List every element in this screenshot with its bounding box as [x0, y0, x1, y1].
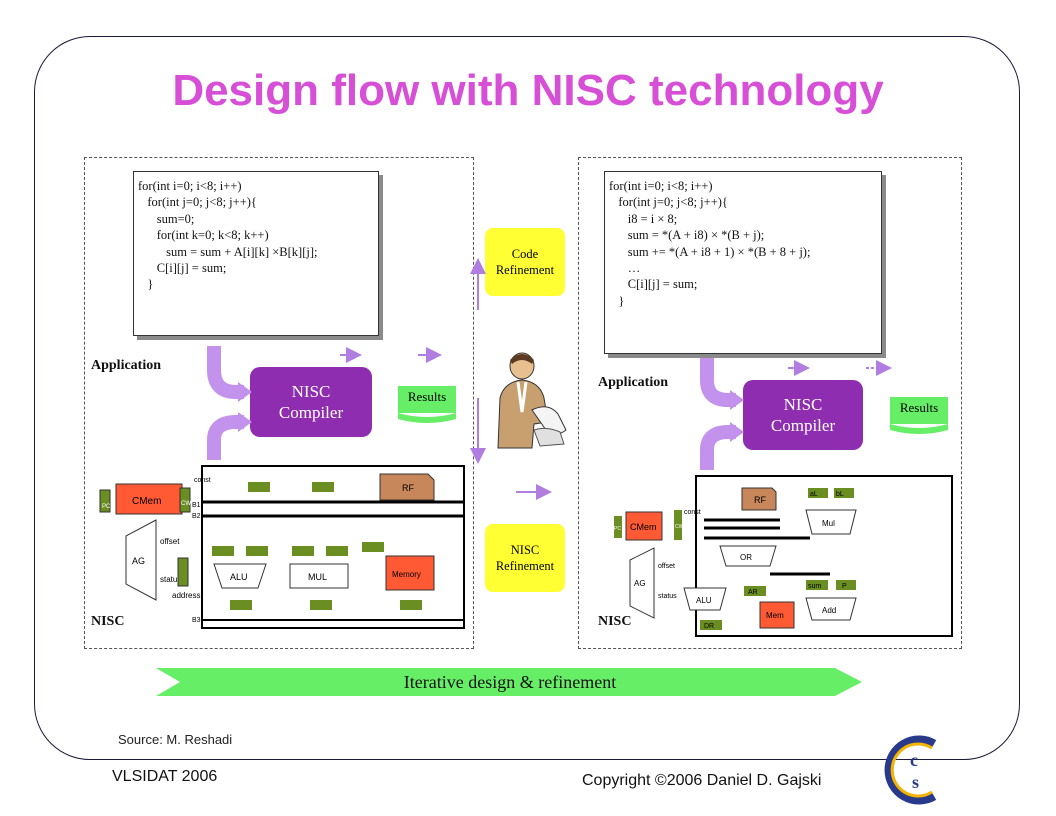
slide-title: Design flow with NISC technology [172, 66, 884, 115]
designer-person-icon [497, 352, 567, 449]
compiler-label: NISC Compiler [770, 395, 836, 435]
nisc-refinement-box: NISC Refinement [485, 524, 565, 592]
cmem-label: CMem [132, 496, 161, 507]
curved-arrow-icon [700, 358, 736, 407]
b2-label: B2 [192, 513, 201, 520]
rf-label: RF [754, 495, 766, 505]
alu-label: ALU [230, 572, 248, 582]
code-line: for(int i=0; i<8; i++) [609, 179, 713, 193]
svg-text:c: c [910, 750, 918, 770]
code-line: } [138, 277, 154, 292]
b3-label: B3 [192, 617, 201, 624]
mul-label: MUL [308, 572, 327, 582]
ag-label: AG [634, 579, 646, 588]
svg-text:s: s [912, 772, 919, 792]
footer-left: VLSIDAT 2006 [112, 768, 218, 785]
pc-label: PC [614, 526, 621, 532]
slide-frame [34, 36, 1020, 760]
pc-label: PC [102, 504, 111, 510]
code-line: for(int i=0; i<8; i++) [138, 179, 242, 193]
curved-arrow-icon [238, 412, 252, 432]
curved-arrow-icon [700, 425, 736, 470]
b1-label: B1 [192, 502, 201, 509]
cmem-block [115, 483, 183, 515]
offset-label: offset [160, 537, 180, 546]
right-nisc-compiler: NISC Compiler [743, 380, 863, 450]
cecs-logo-icon: c s [884, 735, 937, 805]
source-credit: Source: M. Reshadi [118, 732, 233, 747]
code-line: sum = *(A + i8) × *(B + j); [609, 228, 765, 243]
results-flag-icon [398, 413, 456, 423]
right-panel [578, 157, 962, 649]
iterative-label: Iterative design & refinement [403, 672, 617, 692]
code-line: for(int k=0; k<8; k++) [138, 228, 269, 243]
right-results: Results [890, 397, 948, 424]
curved-arrow-icon [730, 422, 744, 442]
const-label: const [194, 477, 211, 484]
iterative-arrow-icon [156, 668, 862, 696]
right-nisc-label: NISC [598, 614, 632, 629]
or-label: OR [740, 553, 752, 562]
code-line: sum += *(A + i8 + 1) × *(B + 8 + j); [609, 244, 811, 259]
rf-label: RF [402, 483, 414, 493]
left-application-label: Application [91, 358, 162, 373]
const-label: const [684, 509, 701, 516]
code-line: C[i][j] = sum; [138, 260, 227, 275]
right-application-label: Application [598, 375, 669, 390]
compiler-label: NISC Compiler [278, 382, 344, 422]
code-line: … [609, 260, 641, 275]
ar-label: AR [748, 589, 758, 596]
code-line: sum=0; [138, 211, 195, 226]
left-code-box: for(int i=0; i<8; i++) for(int j=0; j<8;… [133, 171, 379, 336]
sum-label: sum [808, 583, 821, 590]
cw-label: CW [181, 501, 191, 507]
bl-label: bL [836, 491, 844, 498]
ag-label: AG [132, 556, 145, 566]
right-nisc-datapath: CMem PC CW AG offset status const RF OR … [614, 475, 953, 637]
left-nisc-label: NISC [91, 614, 125, 629]
nisc-refinement-label: NISC Refinement [495, 543, 555, 573]
al-label: aL [810, 491, 818, 498]
alu-label: ALU [696, 596, 712, 605]
status-label: status [658, 593, 677, 600]
code-refinement-box: Code Refinement [485, 228, 565, 296]
left-nisc-compiler: NISC Compiler [250, 367, 372, 437]
curved-arrow-icon [207, 415, 244, 460]
footer-copyright: Copyright ©2006 Daniel D. Gajski [582, 772, 822, 789]
curved-arrow-icon [207, 346, 244, 399]
left-panel [84, 157, 474, 649]
mem-label: Mem [766, 611, 784, 620]
curved-arrow-icon [238, 382, 252, 402]
code-line: for(int j=0; j<8; j++){ [138, 195, 257, 210]
add-label: Add [822, 606, 836, 615]
mul-label: Mul [822, 519, 835, 528]
code-refinement-label: Code Refinement [495, 247, 555, 277]
address-label: address [172, 591, 200, 600]
code-line: sum = sum + A[i][k] ×B[k][j]; [138, 244, 318, 259]
code-line: i8 = i × 8; [609, 211, 678, 226]
left-nisc-datapath: CMem PC CW AG offset status address cons… [99, 465, 465, 629]
left-results: Results [398, 386, 456, 413]
memory-label: Memory [392, 570, 421, 579]
curved-arrow-icon [730, 390, 744, 410]
p-label: P [842, 583, 847, 590]
results-flag-icon [890, 424, 948, 434]
code-line: for(int j=0; j<8; j++){ [609, 195, 728, 210]
code-line: } [609, 293, 625, 308]
status-label: status [160, 575, 181, 584]
code-line: C[i][j] = sum; [609, 277, 698, 292]
dr-label: DR [704, 623, 714, 630]
offset-label: offset [658, 563, 675, 570]
right-code-box: for(int i=0; i<8; i++) for(int j=0; j<8;… [604, 171, 882, 354]
cmem-label: CMem [630, 522, 657, 532]
cw-label: CW [675, 524, 684, 530]
